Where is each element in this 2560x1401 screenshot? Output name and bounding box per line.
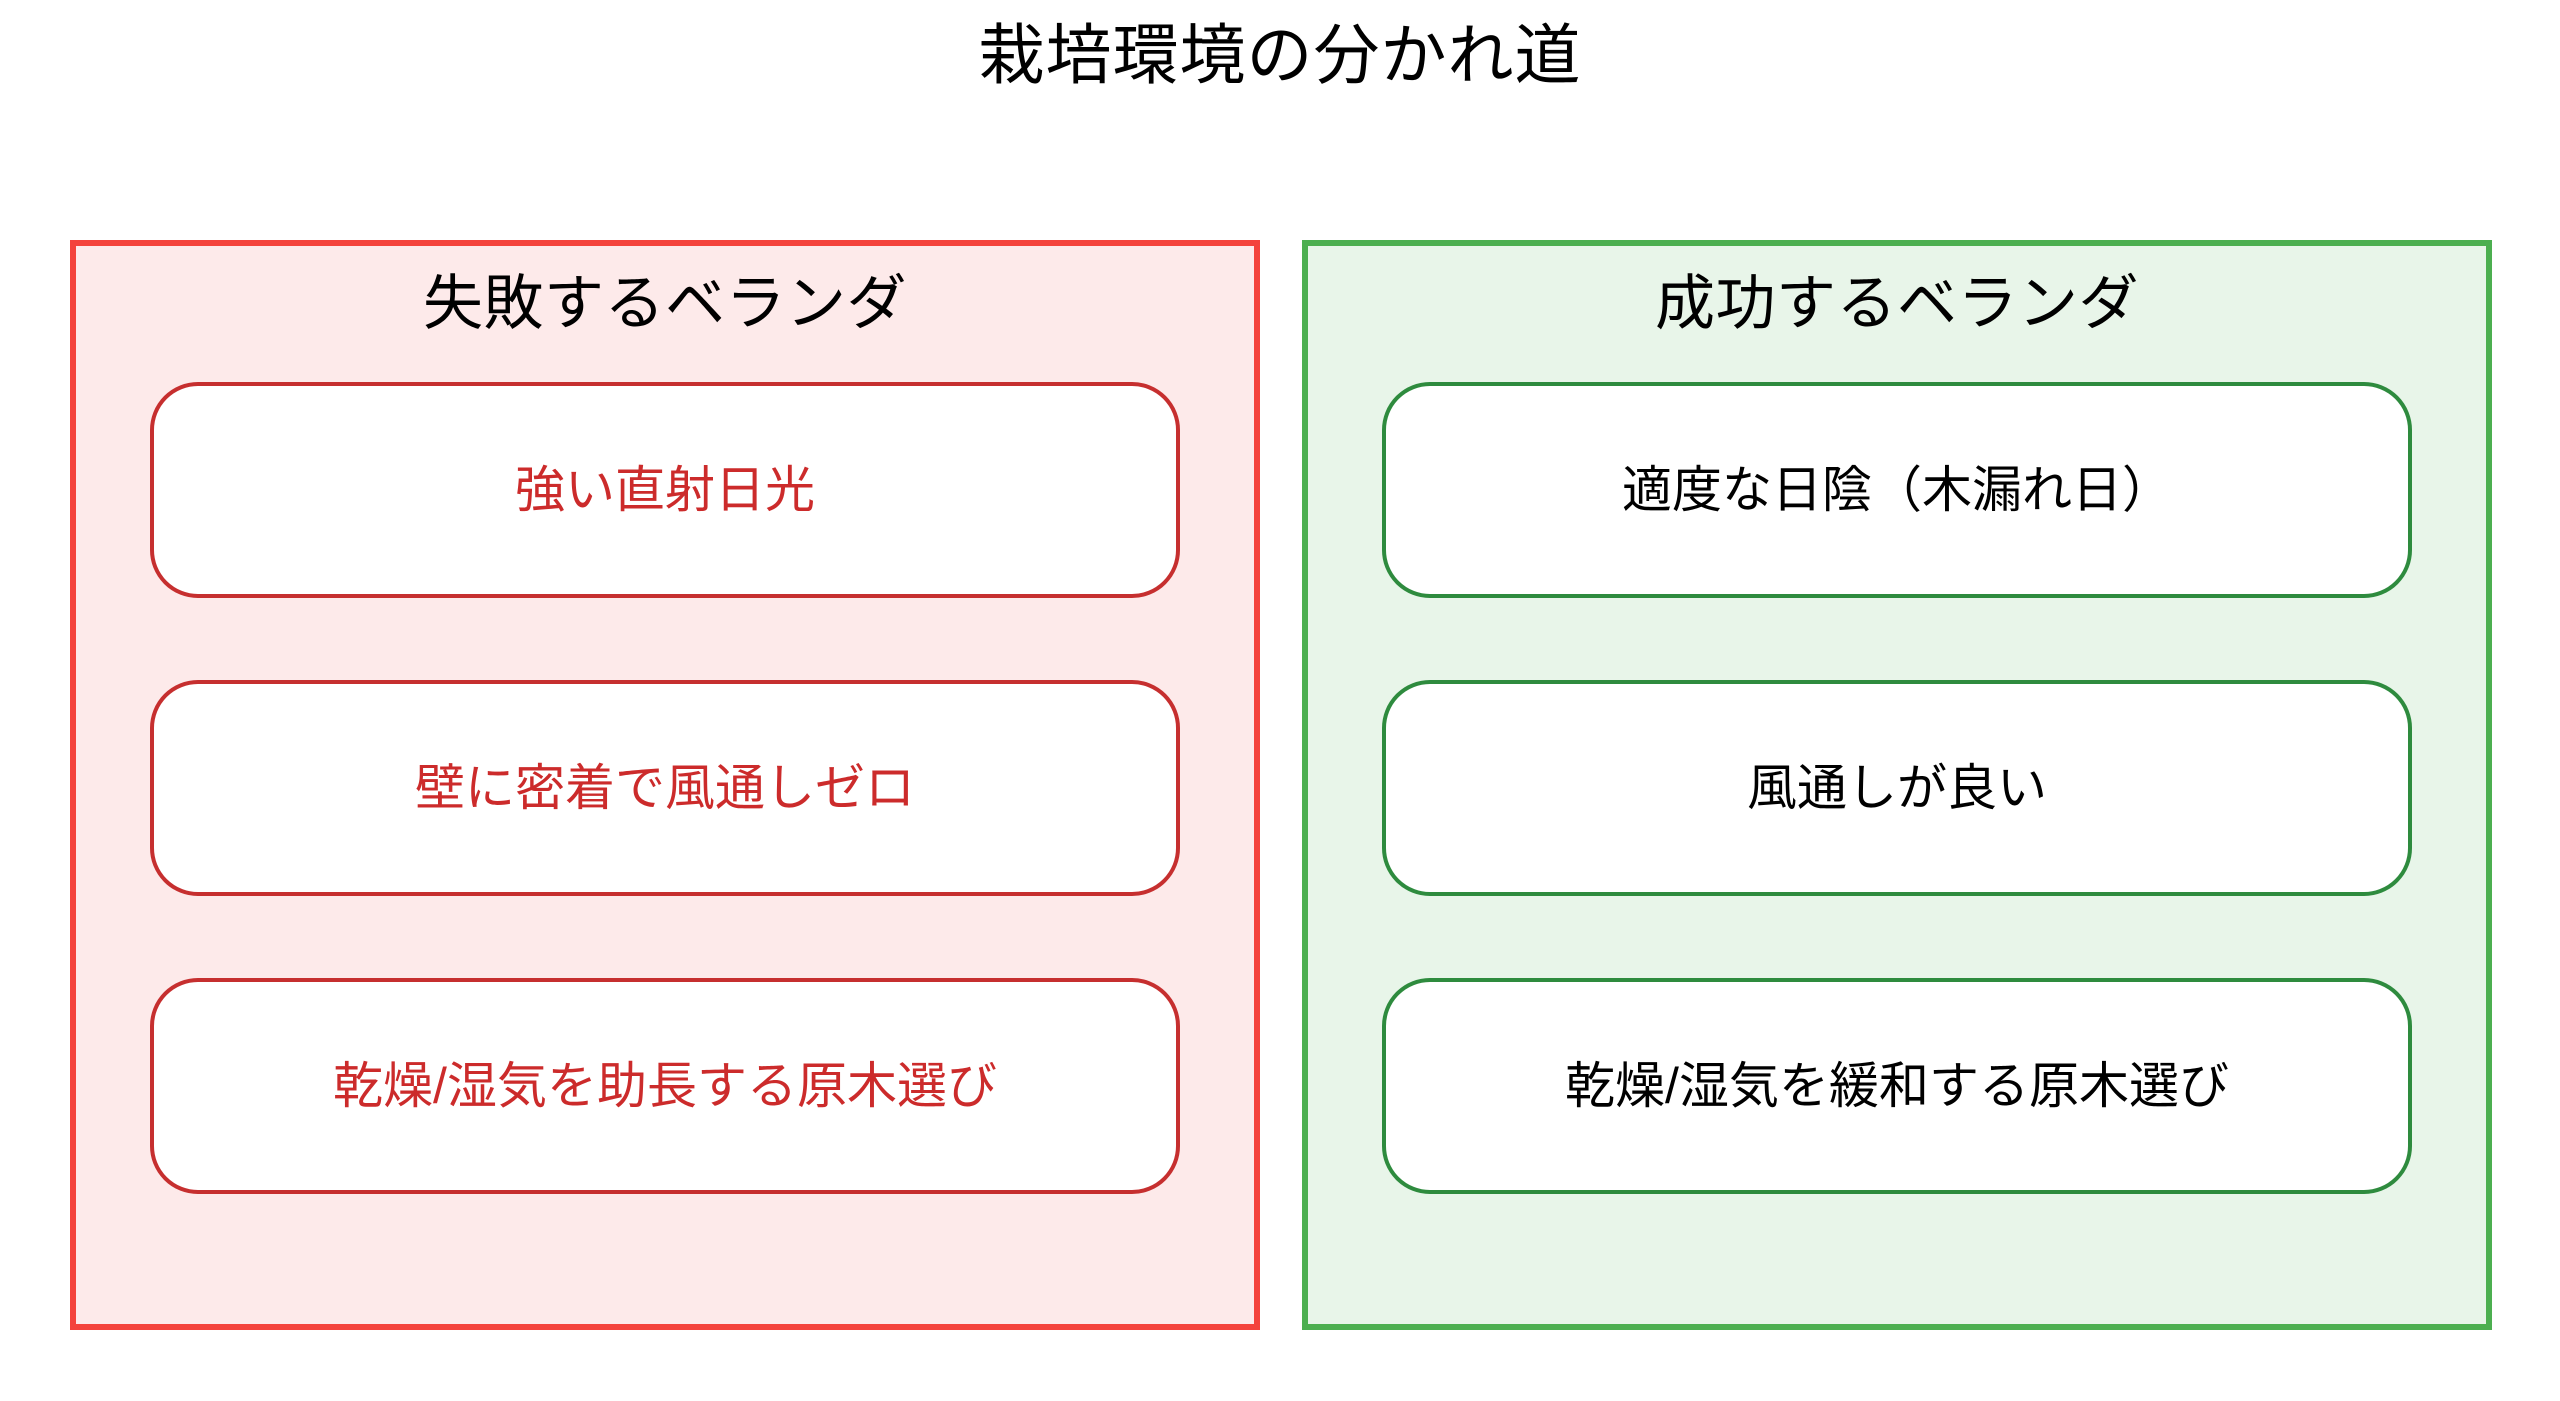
card-successful-1-label: 適度な日陰（木漏れ日） xyxy=(1622,461,2172,518)
card-failing-3[interactable]: 乾燥/湿気を助長する原木選び xyxy=(150,978,1180,1194)
panel-title-successful-balcony: 成功するベランダ xyxy=(1655,270,2139,337)
card-failing-2[interactable]: 壁に密着で風通しゼロ xyxy=(150,680,1180,896)
panel-successful-balcony: 成功するベランダ 適度な日陰（木漏れ日） 風通しが良い 乾燥/湿気を緩和する原木… xyxy=(1302,240,2492,1330)
card-failing-2-label: 壁に密着で風通しゼロ xyxy=(415,759,915,816)
panel-failing-balcony: 失敗するベランダ 強い直射日光 壁に密着で風通しゼロ 乾燥/湿気を助長する原木選… xyxy=(70,240,1260,1330)
comparison-columns: 失敗するベランダ 強い直射日光 壁に密着で風通しゼロ 乾燥/湿気を助長する原木選… xyxy=(70,240,2492,1330)
panel-title-failing-balcony: 失敗するベランダ xyxy=(423,270,907,337)
card-successful-2[interactable]: 風通しが良い xyxy=(1382,680,2412,896)
card-failing-1[interactable]: 強い直射日光 xyxy=(150,382,1180,598)
card-failing-1-label: 強い直射日光 xyxy=(515,461,815,518)
card-list-successful-balcony: 適度な日陰（木漏れ日） 風通しが良い 乾燥/湿気を緩和する原木選び xyxy=(1308,382,2486,1194)
card-successful-1[interactable]: 適度な日陰（木漏れ日） xyxy=(1382,382,2412,598)
card-successful-3-label: 乾燥/湿気を緩和する原木選び xyxy=(1565,1057,2229,1114)
card-successful-3[interactable]: 乾燥/湿気を緩和する原木選び xyxy=(1382,978,2412,1194)
page-title: 栽培環境の分かれ道 xyxy=(978,18,1582,92)
card-list-failing-balcony: 強い直射日光 壁に密着で風通しゼロ 乾燥/湿気を助長する原木選び xyxy=(76,382,1254,1194)
card-successful-2-label: 風通しが良い xyxy=(1747,759,2047,816)
card-failing-3-label: 乾燥/湿気を助長する原木選び xyxy=(333,1057,997,1114)
